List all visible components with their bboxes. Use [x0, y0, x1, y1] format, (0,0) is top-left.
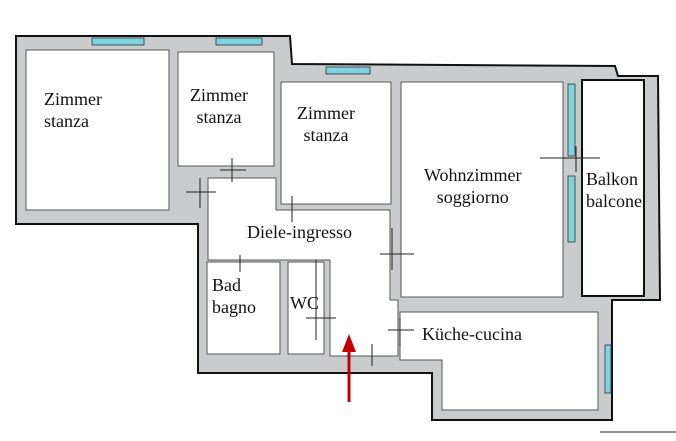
room-balcony-floor — [581, 79, 645, 297]
room-zimmer-2-floor — [177, 51, 275, 167]
entrance-arrow-icon — [342, 334, 356, 402]
windows — [91, 37, 612, 394]
room-wc-floor — [287, 261, 325, 355]
room-bath-floor — [206, 261, 281, 355]
room-hall-floor — [207, 177, 399, 357]
label-kitchen: Küche-cucina — [422, 324, 522, 344]
room-kitchen-floor — [399, 311, 599, 411]
room-zimmer-3-floor — [280, 81, 392, 205]
room-zimmer-1-floor — [25, 49, 170, 211]
label-hall: Diele-ingresso — [247, 222, 352, 242]
room-living-floor — [400, 81, 564, 298]
door-marks — [186, 146, 676, 433]
label-wc: WC — [290, 293, 319, 313]
